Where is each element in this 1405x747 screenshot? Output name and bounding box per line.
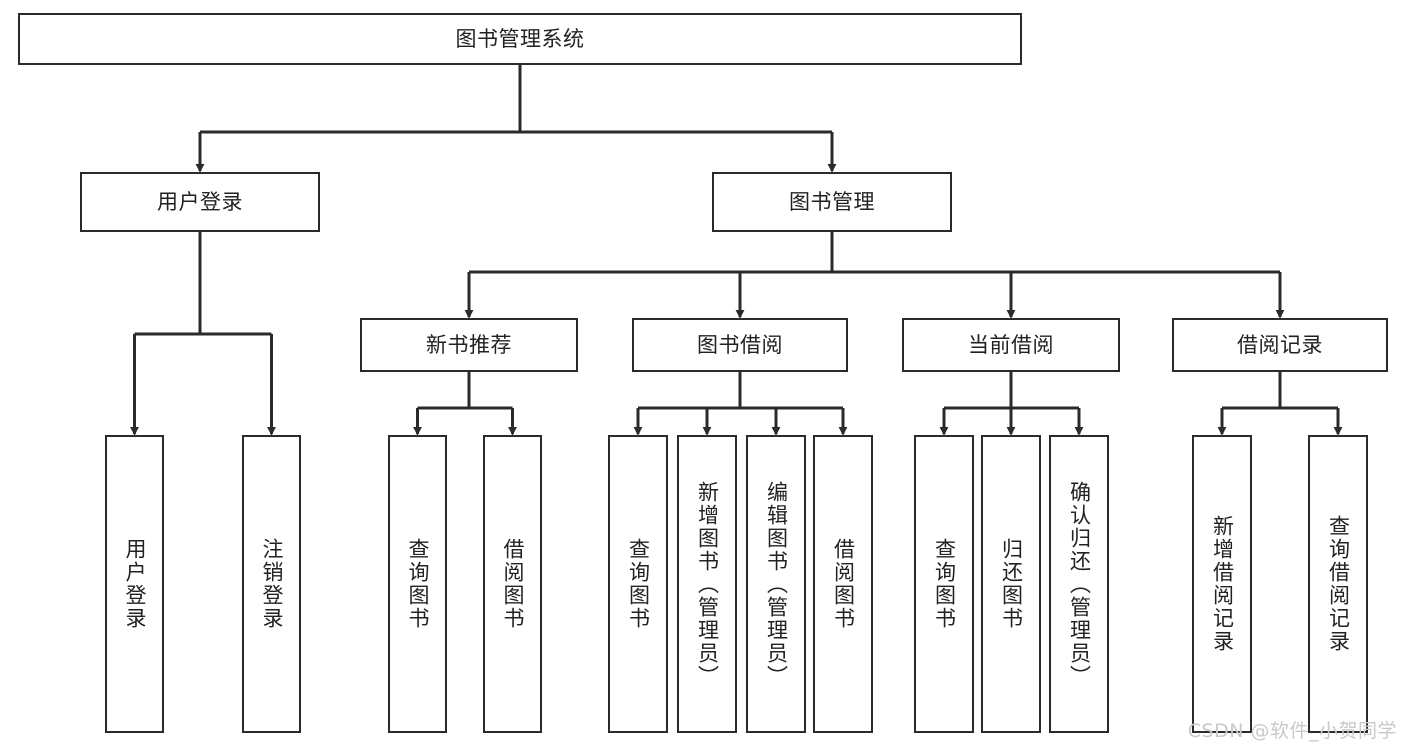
node-current-borrow[interactable]: 当前借阅 <box>902 318 1120 372</box>
node-label-leaf-logout: 注销登录 <box>260 538 284 630</box>
node-label-book-manage: 图书管理 <box>789 189 875 214</box>
node-label-leaf-query-record: 查询借阅记录 <box>1326 515 1351 653</box>
node-leaf-add-book[interactable]: 新增图书（管理员） <box>677 435 737 733</box>
node-label-new-book-recommend: 新书推荐 <box>426 332 512 357</box>
node-label-leaf-query-book-3: 查询图书 <box>932 538 957 630</box>
node-label-user-login: 用户登录 <box>157 189 243 214</box>
node-leaf-user-login[interactable]: 用户登录 <box>105 435 164 733</box>
node-leaf-return-book[interactable]: 归还图书 <box>981 435 1041 733</box>
node-label-leaf-return-book: 归还图书 <box>999 538 1024 630</box>
node-label-leaf-borrow-book-1: 借阅图书 <box>501 538 525 630</box>
node-label-leaf-add-record: 新增借阅记录 <box>1210 515 1235 653</box>
node-leaf-query-book-2[interactable]: 查询图书 <box>608 435 668 733</box>
node-label-leaf-query-book-2: 查询图书 <box>626 538 651 630</box>
node-leaf-borrow-book-1[interactable]: 借阅图书 <box>483 435 542 733</box>
node-user-login[interactable]: 用户登录 <box>80 172 320 232</box>
node-label-borrow-record: 借阅记录 <box>1237 332 1323 357</box>
node-label-leaf-query-book-1: 查询图书 <box>406 538 430 630</box>
node-label-leaf-borrow-book-2: 借阅图书 <box>831 538 856 630</box>
node-label-root: 图书管理系统 <box>455 26 585 51</box>
node-label-current-borrow: 当前借阅 <box>968 332 1054 357</box>
node-label-leaf-edit-book: 编辑图书（管理员） <box>764 480 789 688</box>
node-label-leaf-user-login: 用户登录 <box>123 538 147 630</box>
node-leaf-logout[interactable]: 注销登录 <box>242 435 301 733</box>
watermark-text: CSDN @软件_小贺同学 <box>1187 720 1397 742</box>
node-leaf-add-record[interactable]: 新增借阅记录 <box>1192 435 1252 733</box>
node-leaf-query-book-1[interactable]: 查询图书 <box>388 435 447 733</box>
node-label-leaf-add-book: 新增图书（管理员） <box>695 480 720 688</box>
node-borrow-record[interactable]: 借阅记录 <box>1172 318 1388 372</box>
node-leaf-confirm-return[interactable]: 确认归还（管理员） <box>1049 435 1109 733</box>
node-leaf-borrow-book-2[interactable]: 借阅图书 <box>813 435 873 733</box>
node-label-leaf-confirm-return: 确认归还（管理员） <box>1067 480 1092 688</box>
node-book-manage[interactable]: 图书管理 <box>712 172 952 232</box>
node-leaf-query-record[interactable]: 查询借阅记录 <box>1308 435 1368 733</box>
node-leaf-query-book-3[interactable]: 查询图书 <box>914 435 974 733</box>
node-label-book-borrow: 图书借阅 <box>697 332 783 357</box>
node-book-borrow[interactable]: 图书借阅 <box>632 318 848 372</box>
node-new-book-recommend[interactable]: 新书推荐 <box>360 318 578 372</box>
node-root[interactable]: 图书管理系统 <box>18 13 1022 65</box>
node-leaf-edit-book[interactable]: 编辑图书（管理员） <box>746 435 806 733</box>
connector-paths <box>130 65 1343 436</box>
